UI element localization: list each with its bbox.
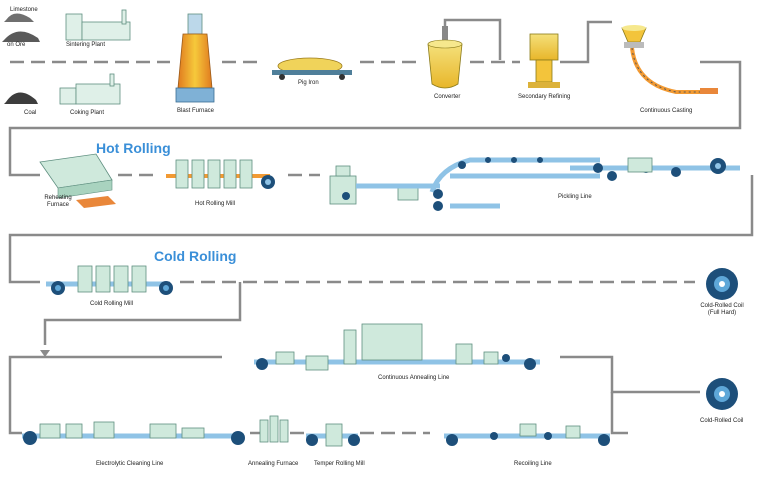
sintering-plant-building [65,9,131,41]
label-converter: Converter [434,94,461,100]
label-hot-rolling-mill: Hot Rolling Mill [195,201,236,207]
label-limestone: Limestone [10,7,38,13]
label-blast-furnace: Blast Furnace [177,108,215,114]
blast-furnace [175,13,215,103]
flow-line-down-left [8,355,222,435]
label-cold-rolled-coil-full-hard-line2: (Full Hard) [707,310,737,316]
converter [427,26,463,89]
cold-rolled-coil-full-hard [706,268,738,300]
coal-pile [4,92,38,104]
flow-line-cold-to-annealing-branch [43,282,242,345]
arrow-head [40,350,50,357]
flow-line-refining-to-casting [560,20,612,64]
coking-plant-building [59,73,121,105]
section-title-cold-rolling: Cold Rolling [154,248,237,264]
continuous-annealing-line [254,323,540,371]
flow-lines-dashed-2 [118,173,695,435]
pig-iron-car [272,57,352,80]
flow-line-to-recoiling [610,392,628,435]
label-continuous-casting: Continuous Casting [640,108,693,114]
section-title-hot-rolling: Hot Rolling [96,140,171,156]
electrolytic-cleaning-line [22,421,245,445]
label-coal: Coal [24,110,37,116]
cold-rolled-coil [706,378,738,410]
label-iron-ore: on Ore [7,42,26,48]
label-continuous-annealing-line: Continuous Annealing Line [378,375,450,381]
iron-ore-pile [2,31,40,42]
flow-line-converter-loop [443,18,502,60]
label-pickling-line: Pickling Line [558,194,592,200]
pickling-line [329,157,740,211]
flow-lines-solid [8,18,754,435]
label-secondary-refining: Secondary Refining [518,94,571,100]
continuous-casting [621,25,718,94]
flow-line-casting-to-hot [8,60,742,177]
hot-rolling-mill [166,159,275,189]
label-electrolytic-cleaning-line: Electrolytic Cleaning Line [96,461,164,467]
cold-rolling-mill [46,265,173,295]
label-cold-rolling-mill: Cold Rolling Mill [90,301,134,307]
temper-rolling-mill [306,423,360,447]
label-recoiling-line: Recoiling Line [514,461,552,467]
secondary-refining [528,33,560,88]
flow-line-annealing-to-coil [560,355,700,394]
flow-line-hot-to-cold [8,175,754,284]
label-reheating-furnace-line2: Furnace [46,202,69,208]
label-temper-rolling-mill: Temper Rolling Mill [314,461,365,467]
recoiling-line [444,423,610,446]
limestone-pile [4,13,34,22]
annealing-furnace [259,415,289,443]
label-cold-rolled-coil-full-hard-line1: Cold-Rolled Coil [700,303,744,309]
reheating-furnace [39,153,116,208]
label-reheating-furnace-line1: Reheating [44,195,72,201]
label-pig-iron: Pig Iron [298,80,319,86]
label-coking-plant: Coking Plant [70,110,105,116]
label-sintering-plant: Sintering Plant [66,42,106,48]
label-cold-rolled-coil: Cold-Rolled Coil [700,418,744,424]
label-annealing-furnace: Annealing Furnace [248,461,299,467]
